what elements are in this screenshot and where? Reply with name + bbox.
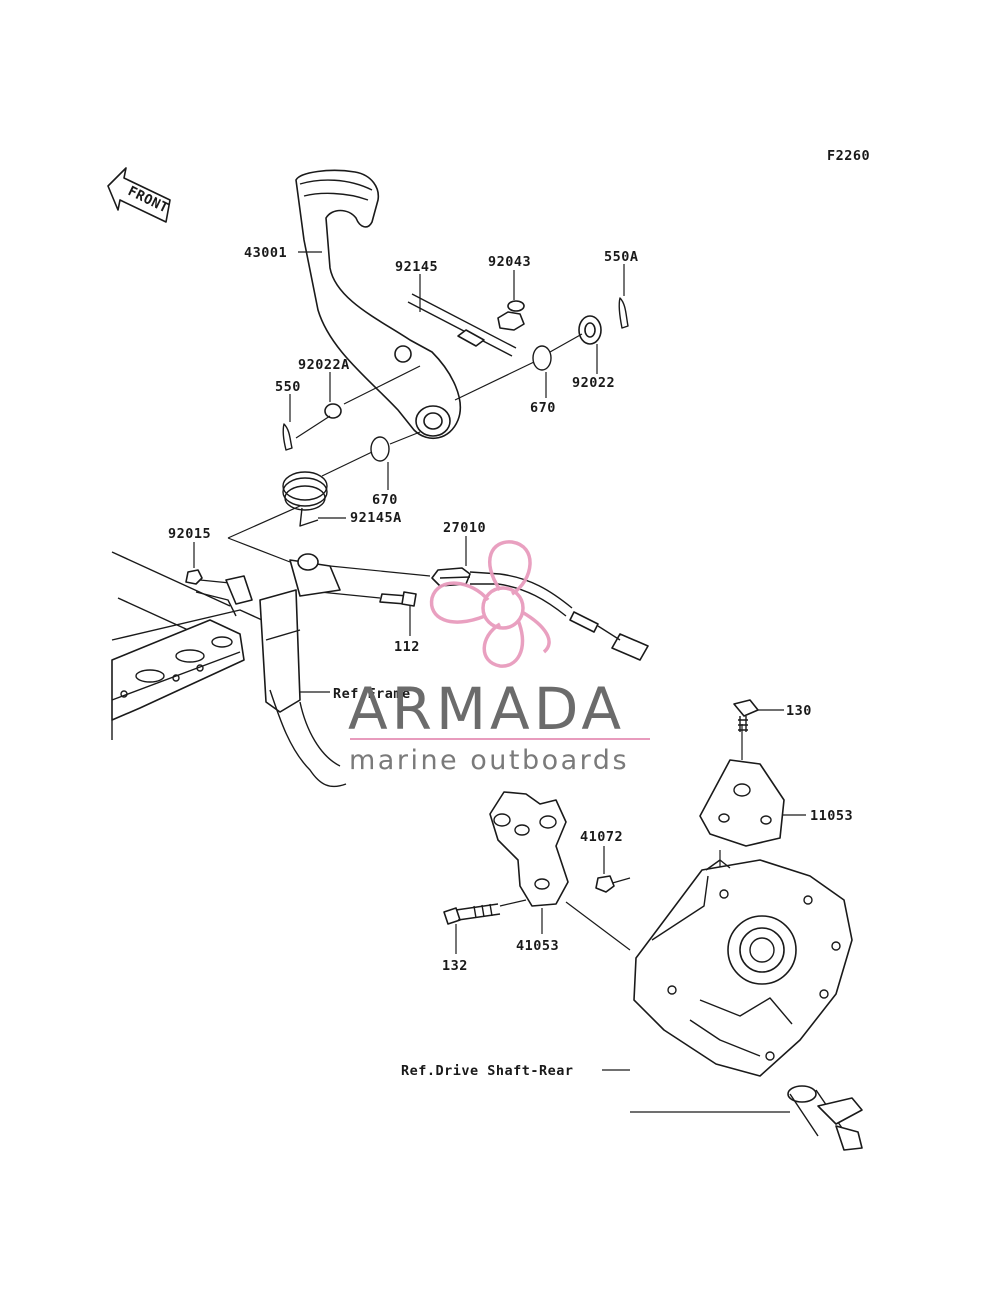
o-ring-670-upper: [532, 345, 552, 371]
leader-lines: [193, 251, 806, 1071]
callout-670-lower: 670: [372, 492, 398, 508]
callout-92015: 92015: [168, 526, 211, 542]
callout-92145a: 92145A: [350, 510, 402, 526]
bolt-132: [443, 903, 501, 925]
o-ring-670-lower: [370, 436, 390, 462]
callout-41072: 41072: [580, 829, 623, 845]
washer-92022a: [324, 403, 342, 419]
cotter-pin-550a: [618, 297, 629, 329]
callout-132: 132: [442, 958, 468, 974]
callout-92022a: 92022A: [298, 357, 350, 373]
washer-92022-hole: [584, 322, 596, 338]
propeller-logo-icon: [429, 540, 551, 668]
callout-27010: 27010: [443, 520, 486, 536]
nut-92015: [185, 569, 203, 585]
callout-92145: 92145: [395, 259, 438, 275]
bracket-11053: [699, 759, 785, 847]
callout-130: 130: [786, 703, 812, 719]
callout-670-upper: 670: [530, 400, 556, 416]
watermark: ARMADA marine outboards: [348, 540, 650, 776]
callout-550: 550: [275, 379, 301, 395]
callout-41053: 41053: [516, 938, 559, 954]
brake-cable-27010: [431, 567, 649, 661]
watermark-brand: ARMADA: [348, 675, 625, 743]
callout-92022: 92022: [572, 375, 615, 391]
callout-11053: 11053: [810, 808, 853, 824]
watermark-divider: [350, 738, 650, 740]
rod-92145: [407, 293, 517, 357]
brake-pedal: [295, 169, 462, 440]
pin-92043: [497, 300, 525, 331]
ref-frame-label: Ref.Frame: [333, 686, 411, 702]
bolt-112: [379, 591, 417, 607]
final-drive-housing: [633, 859, 853, 1077]
cotter-pin-550: [282, 423, 293, 451]
nut-41072: [595, 875, 615, 893]
figure-code: F2260: [827, 148, 870, 164]
callout-550a: 550A: [604, 249, 639, 265]
ref-drive-shaft-label: Ref.Drive Shaft-Rear: [401, 1063, 574, 1079]
bolt-130: [733, 699, 759, 732]
drive-shaft: [787, 1085, 863, 1151]
callout-43001: 43001: [244, 245, 287, 261]
spring-92145a: [282, 471, 328, 527]
frame-section: [111, 551, 347, 788]
watermark-tagline: marine outboards: [349, 745, 629, 776]
callout-112: 112: [394, 639, 420, 655]
front-arrow-icon: FRONT: [107, 167, 171, 223]
callout-92043: 92043: [488, 254, 531, 270]
lever-41053: [489, 791, 569, 907]
